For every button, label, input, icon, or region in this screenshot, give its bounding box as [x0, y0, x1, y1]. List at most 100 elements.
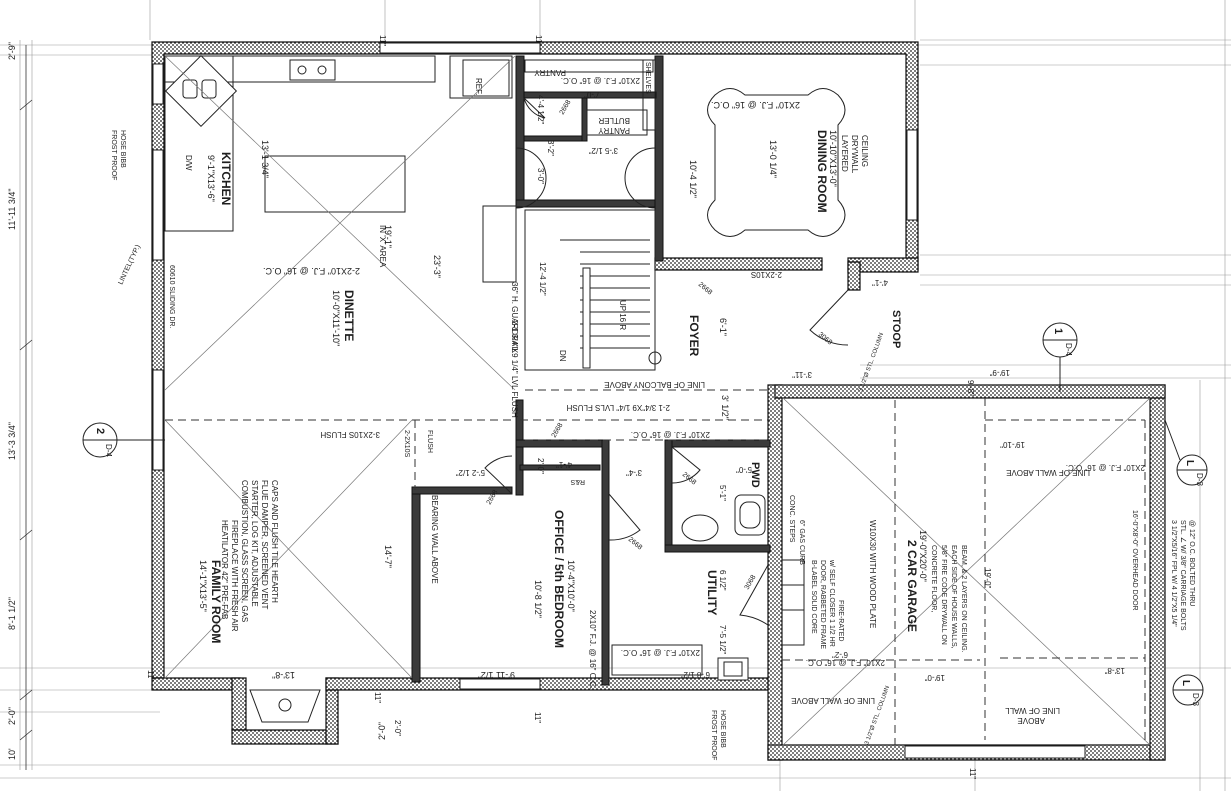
room-butler-name: BUTLER [598, 116, 630, 125]
dim-foyer-b: 3' 1/2" [720, 395, 730, 420]
room-foyer-name: FOYER [687, 315, 701, 357]
dim-family-h: 14'-7" [383, 545, 393, 568]
label-column: 3 1/2"Ø STL. COLUMN [858, 332, 885, 392]
detail-marker-b[interactable] [1172, 674, 1204, 706]
dim-misc-11e: 11" [968, 768, 977, 779]
marker-sec-left-num: 2 [94, 428, 106, 434]
label-garage-note-3: EACH SIDE OF HOUSE WALLS, [950, 545, 957, 649]
marker-sec-left-sheet: D-4 [104, 444, 113, 457]
dim-utility-c: 6'-8 1/2" [681, 670, 710, 679]
room-dining-note1: LAYERED [840, 135, 849, 172]
dim-garage-d1: 6'-2" [832, 650, 848, 659]
room-family-size: 14'-1"X13'-5" [198, 560, 208, 612]
room-pwd-name: PWD [749, 462, 761, 488]
label-carriage-2: STL. ∠ W/ 3/8" CARRIAGE BOLTS [1179, 520, 1187, 631]
section-marker-right[interactable] [1042, 322, 1078, 392]
dim-left-5: 10' [7, 748, 17, 760]
section-marker-left[interactable] [82, 422, 165, 458]
dim-stoop-h: 19'-9" [989, 368, 1010, 377]
utility-fixtures [611, 644, 749, 681]
dim-office-h: 10'-8 1/2" [533, 580, 543, 618]
windows [152, 42, 1086, 759]
powder-room-fixtures [681, 494, 766, 542]
dim-pantry-h: 4'-4 1/2" [536, 95, 545, 124]
label-dw: D/W [184, 155, 193, 171]
label-lintel: LINTEL(TYP.) [117, 244, 142, 286]
room-dining-note2: DRYWALL [850, 135, 859, 174]
exterior-walls [151, 41, 1166, 761]
pantry-shelves [524, 59, 656, 136]
garage-steps [781, 559, 805, 646]
door-2668-f: 2668 [697, 281, 714, 296]
dim-closet: 3'-0" [536, 168, 545, 184]
staircase[interactable] [482, 205, 662, 371]
dim-butler-w: 3'-5 1/2" [589, 146, 618, 155]
joist-utility: 2X10" F.J. @ 16" O.C. [621, 648, 700, 657]
door-2668-a: 2668 [559, 99, 573, 116]
dim-garage-left: 19'-10" [1000, 440, 1025, 449]
dim-left-4: 2'-0" [7, 707, 17, 725]
room-family-name: FAMILY ROOM [209, 560, 223, 643]
dim-garage-right: 19'-0" [983, 568, 992, 589]
dim-stoop-x: 3'-11" [792, 370, 812, 379]
dim-utility-a: 6 1/2" [718, 570, 727, 591]
dim-left-1: 11'-11 3/4" [7, 188, 17, 230]
label-door-note-4: FIRE-RATED [837, 600, 844, 641]
label-wall-above-top: LINE OF WALL ABOVE [1006, 468, 1090, 477]
dim-misc-11f: 11" [146, 670, 155, 681]
dim-pantry-w: 7'-0" [584, 90, 600, 99]
dim-garage-d2: 19'-0" [924, 673, 945, 682]
door-swings[interactable] [484, 97, 849, 626]
dinette-cross [164, 55, 1151, 746]
label-beam-flush: 3-2X10S FLUSH [320, 430, 380, 439]
label-fireplace-5: FLUE DAMPER, SCREENED VENT [260, 480, 269, 609]
label-garage-note-4: BEAM, & 2 LAYERS ON CEILING. [960, 545, 967, 653]
label-fireplace-2: FIREPLACE WITH FRESH AIR [230, 520, 239, 632]
joist-dinette: 2-2X10" F.J. @ 16" O.C. [263, 266, 360, 276]
dim-wall-b: 2'-0" [536, 458, 545, 474]
label-conc-steps: CONC. STEPS [788, 495, 795, 543]
dim-misc-11a: 11" [378, 35, 387, 46]
dim-stair-h: 12'-4 1/2" [538, 262, 547, 296]
label-garage-note-2: 5/8" FIRE CODE DRYWALL ON [940, 545, 947, 645]
room-butler-name-2: PANTRY [598, 126, 630, 135]
left-dimension-string [19, 45, 33, 770]
dim-utility-b: 7'-5 1/2" [718, 625, 727, 654]
interior-walls [411, 55, 771, 686]
dim-misc-2-0: 2'-0" [393, 720, 402, 736]
joist-pantry: 2X10" F.J. @ 16" O.C. [561, 76, 640, 85]
label-frost-proof-bottom-2: HOSE BIBB [719, 710, 726, 748]
label-carriage-3: @ 12" O.C. BOLTED THRU [1188, 520, 1195, 606]
fireplace [249, 689, 321, 723]
label-ref: REF. [474, 78, 483, 95]
joist-header: 2-2X10S [751, 270, 782, 279]
dim-foyer-h: 6'-1" [718, 318, 728, 336]
label-frost-proof-top-2: HOSE BIBB [119, 130, 126, 168]
room-dinette-size: 10'-0"X11'-10" [331, 290, 341, 346]
marker-det-b-sheet: D-3 [1191, 693, 1200, 706]
joist-dining: 2X10" F.J. @ 16" O.C. [711, 100, 800, 110]
dim-family-w: 13'-8" [272, 670, 295, 680]
dim-dining-h: 13'-0 1/4" [768, 140, 778, 178]
detail-marker-a[interactable] [1164, 419, 1208, 486]
joist-foyer: 2X10" F.J. @ 16" O.C. [631, 430, 710, 439]
dim-left-6: 2'-0" [377, 722, 387, 740]
door-3068-b: 3068 [817, 331, 834, 346]
marker-sec-right-sheet: D-4 [1064, 343, 1073, 356]
marker-det-a-sheet: D-3 [1195, 473, 1204, 486]
label-wall-above-bottom: LINE OF WALL ABOVE [791, 696, 875, 705]
door-2668-e: 2668 [681, 471, 698, 486]
room-kitchen-name: KITCHEN [219, 152, 233, 205]
label-column-2: 3 1/2"Ø STL. COLUMN [864, 685, 891, 745]
label-carriage-1: 3 1/2"X5/16" FPL W/ 4 1/2"X5 1/4" [1170, 520, 1177, 627]
label-shelves: SHELVES [644, 62, 651, 94]
dim-dinette-b: 23'-3" [432, 255, 442, 278]
label-dn: DN [558, 350, 567, 362]
label-lvl-flush: 2-1 3/4"X9 1/4" LVLS FLUSH [566, 403, 670, 412]
room-dining-name: DINING ROOM [815, 130, 829, 213]
label-wall-above-bottom-3: ABOVE [1017, 716, 1045, 725]
label-garage-door: W10X30 WITH WOOD PLATE [868, 520, 877, 628]
dim-wall-f: 4'-1" [556, 460, 572, 469]
